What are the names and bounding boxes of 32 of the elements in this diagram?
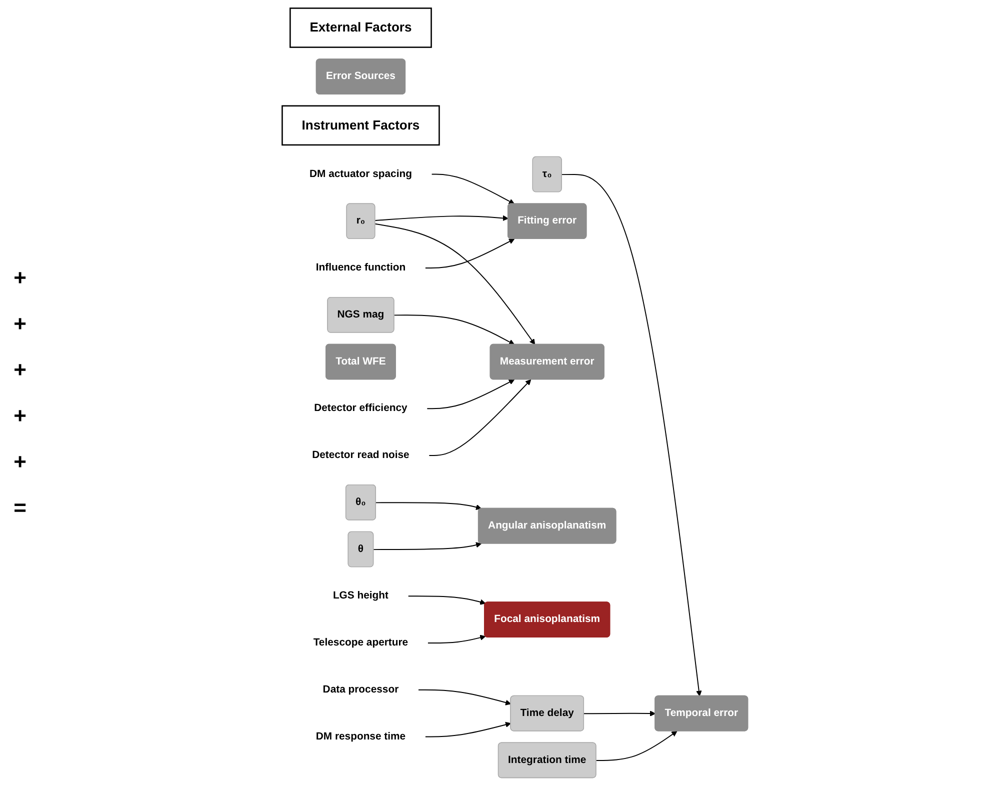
node-text: Telescope aperture xyxy=(314,636,409,648)
arrow xyxy=(394,314,516,344)
node-text: Data processor xyxy=(323,684,400,695)
operator-sign: + xyxy=(14,264,26,290)
arrow xyxy=(375,214,509,220)
arrow xyxy=(426,378,516,409)
arrow xyxy=(428,634,486,643)
operator-sign: + xyxy=(14,402,26,428)
arrow xyxy=(376,502,482,510)
arrow xyxy=(562,174,702,696)
node-box: Instrument Factors xyxy=(282,104,440,146)
operator-sign: = xyxy=(14,494,26,520)
node-text: DM actuator spacing xyxy=(310,168,412,179)
node-text: Detector efficiency xyxy=(314,402,408,414)
arrow xyxy=(425,721,512,737)
node-text: Influence function xyxy=(316,262,406,273)
arrow xyxy=(428,378,532,456)
node-text: DM response time xyxy=(316,730,406,742)
arrow xyxy=(431,173,516,204)
arrow xyxy=(425,238,516,268)
arrow xyxy=(418,688,512,705)
operator-sign: + xyxy=(14,448,26,474)
arrow xyxy=(596,730,678,761)
arrow xyxy=(374,542,482,550)
arrow xyxy=(584,710,656,716)
node-text: LGS height xyxy=(333,590,389,601)
node-text: Detector read noise xyxy=(312,449,410,460)
node-box: External Factors xyxy=(290,7,432,48)
arrow xyxy=(375,222,536,344)
operator-sign: + xyxy=(14,310,26,336)
arrow xyxy=(408,595,486,604)
operator-sign: + xyxy=(14,356,26,382)
